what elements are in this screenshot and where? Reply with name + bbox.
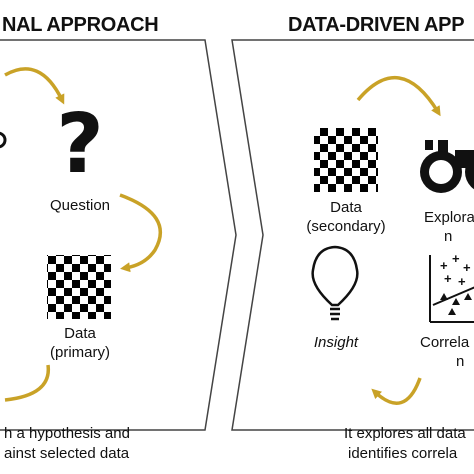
checkerboard-icon (47, 255, 111, 319)
data-secondary-line1: Data (330, 199, 362, 216)
correlation-line2: n (456, 353, 465, 370)
partial-icon (0, 131, 7, 149)
svg-text:+: + (444, 271, 452, 286)
insight-label: Insight (313, 334, 359, 351)
question-mark-icon: ? (56, 97, 104, 192)
arrow-to-question (4, 67, 65, 105)
question-label: Question (49, 197, 111, 214)
scatter-plot-icon: + + + + + (429, 251, 474, 323)
arrow-question-to-data (119, 193, 162, 273)
data-secondary-line2: (secondary) (306, 218, 386, 235)
left-caption-line2: ainst selected data (4, 445, 130, 462)
data-primary-label: Data (primary) (30, 324, 130, 362)
correlation-line1: Correla (420, 334, 470, 351)
svg-text:+: + (440, 258, 448, 273)
svg-text:+: + (458, 274, 466, 289)
exploration-line2: n (444, 228, 453, 245)
exploration-label: Explora n (424, 208, 474, 246)
arrow-correlation-to-insight (371, 377, 422, 405)
arrow-data-to-caption (4, 364, 51, 402)
svg-text:+: + (463, 260, 471, 275)
data-primary-line1: Data (64, 325, 96, 342)
svg-text:+: + (452, 251, 460, 266)
checkerboard-icon (314, 128, 378, 192)
correlation-label: Correla n (420, 333, 474, 371)
right-panel-outline (231, 39, 474, 431)
left-caption: h a hypothesis and ainst selected data (4, 424, 130, 464)
left-panel-outline (0, 39, 237, 431)
right-panel-heading: DATA-DRIVEN APP (288, 14, 465, 36)
left-panel-heading: NAL APPROACH (2, 14, 159, 36)
right-caption-line1: It explores all data (344, 425, 466, 442)
right-caption: It explores all data identifies correla (344, 424, 474, 464)
exploration-line1: Explora (424, 209, 474, 226)
left-caption-line1: h a hypothesis and (4, 425, 130, 442)
right-caption-line2: identifies correla (348, 445, 458, 462)
data-primary-line2: (primary) (50, 344, 110, 361)
binoculars-icon (420, 140, 474, 193)
data-secondary-label: Data (secondary) (290, 198, 402, 236)
lightbulb-icon (311, 245, 359, 321)
arrow-data-to-exploration (356, 75, 441, 117)
